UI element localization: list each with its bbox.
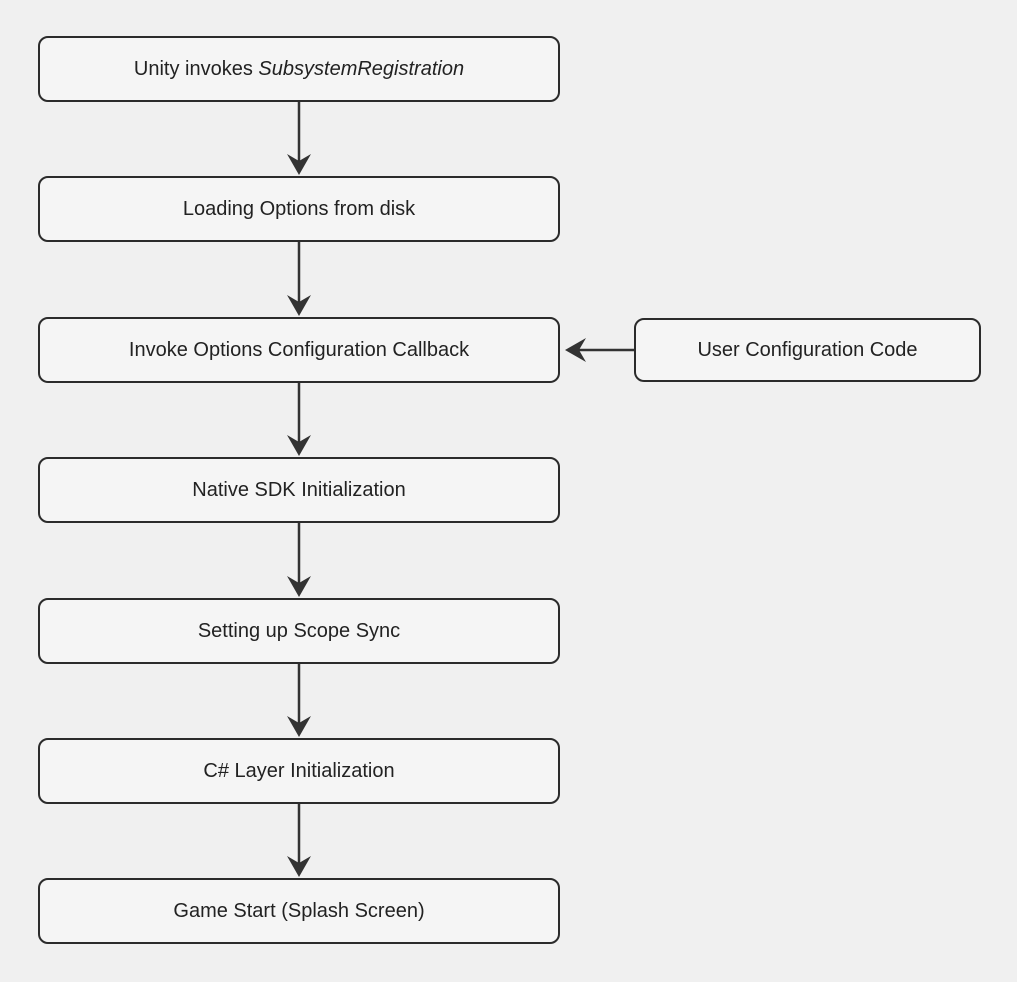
node-game-start-splash-screen: Game Start (Splash Screen) [38,878,560,944]
node-label: Unity invokes SubsystemRegistration [134,57,464,81]
edge-arrow-userconfig-to-invoke [565,338,634,362]
node-label: Game Start (Splash Screen) [173,900,425,922]
edge-arrow-native-to-scope [287,522,311,597]
node-native-sdk-initialization: Native SDK Initialization [38,457,560,523]
edge-arrow-unity-to-loading [287,101,311,175]
node-loading-options-from-disk: Loading Options from disk [38,176,560,242]
node-setting-up-scope-sync: Setting up Scope Sync [38,598,560,664]
node-unity-invokes-subsystem-registration: Unity invokes SubsystemRegistration [38,36,560,102]
node-label: Native SDK Initialization [192,479,406,501]
edge-arrow-scope-to-csharp [287,663,311,737]
edge-arrow-invoke-to-native [287,382,311,456]
node-label-italic: SubsystemRegistration [258,58,465,80]
edge-arrow-csharp-to-gamestart [287,803,311,877]
node-label: User Configuration Code [697,339,918,361]
node-label: Setting up Scope Sync [197,620,401,642]
node-label: C# Layer Initialization [203,760,395,782]
node-user-configuration-code: User Configuration Code [634,318,981,382]
edge-arrow-loading-to-invoke [287,241,311,316]
node-label: Invoke Options Configuration Callback [128,339,470,361]
node-label: Loading Options from disk [182,198,416,220]
node-invoke-options-configuration-callback: Invoke Options Configuration Callback [38,317,560,383]
node-csharp-layer-initialization: C# Layer Initialization [38,738,560,804]
node-label-plain: Unity invokes [133,58,259,80]
